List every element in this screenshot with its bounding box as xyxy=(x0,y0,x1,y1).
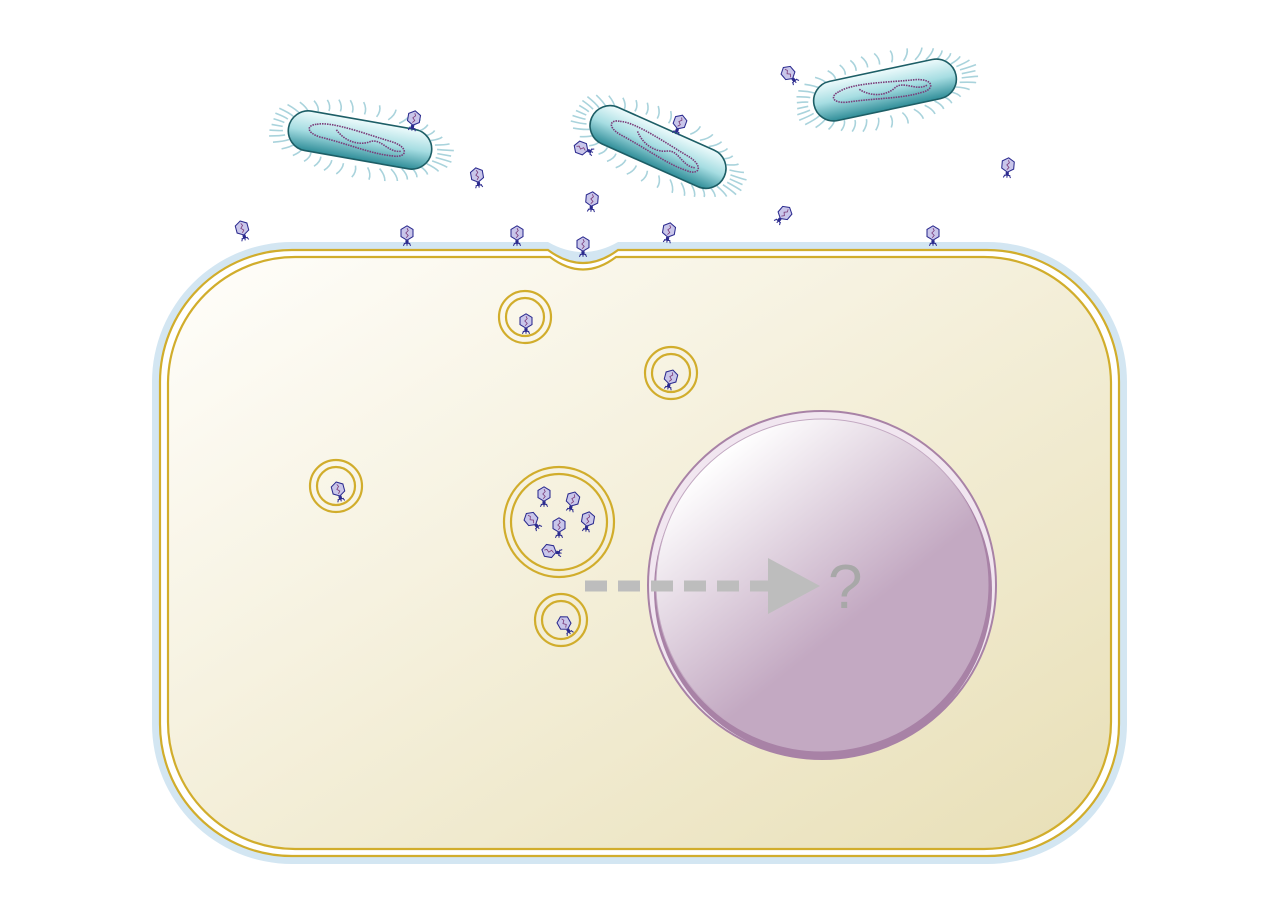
bacterium-icon xyxy=(570,94,747,198)
bacteriophage-icon xyxy=(771,203,795,228)
bacterial-dna xyxy=(610,120,699,173)
bacteriophage-icon xyxy=(584,190,600,213)
bacteriophage-icon xyxy=(571,139,596,159)
vesicle-icon xyxy=(497,289,553,345)
vesicles xyxy=(308,289,699,648)
bacteriophage-icon xyxy=(669,112,689,137)
vesicle-icon xyxy=(308,458,364,514)
vesicle-icon xyxy=(643,345,699,401)
bacteriophage-icon xyxy=(778,63,802,88)
bacteriophage-icon xyxy=(1000,156,1016,179)
bacteriophage-icon xyxy=(469,166,486,190)
nucleus-question-mark: ? xyxy=(828,553,862,622)
bacteriophage-icon xyxy=(660,221,677,245)
bacterial-dna xyxy=(832,78,932,104)
bacterium-icon xyxy=(269,99,454,182)
bacteriophage-icon xyxy=(233,218,252,243)
vesicle-icon xyxy=(502,465,616,579)
bacterium-icon xyxy=(796,47,979,133)
arrow-icon xyxy=(585,558,820,614)
bacteria xyxy=(269,47,979,198)
bacterial-dna xyxy=(308,123,406,158)
nucleus xyxy=(647,410,997,760)
vesicle-icon xyxy=(533,592,589,648)
